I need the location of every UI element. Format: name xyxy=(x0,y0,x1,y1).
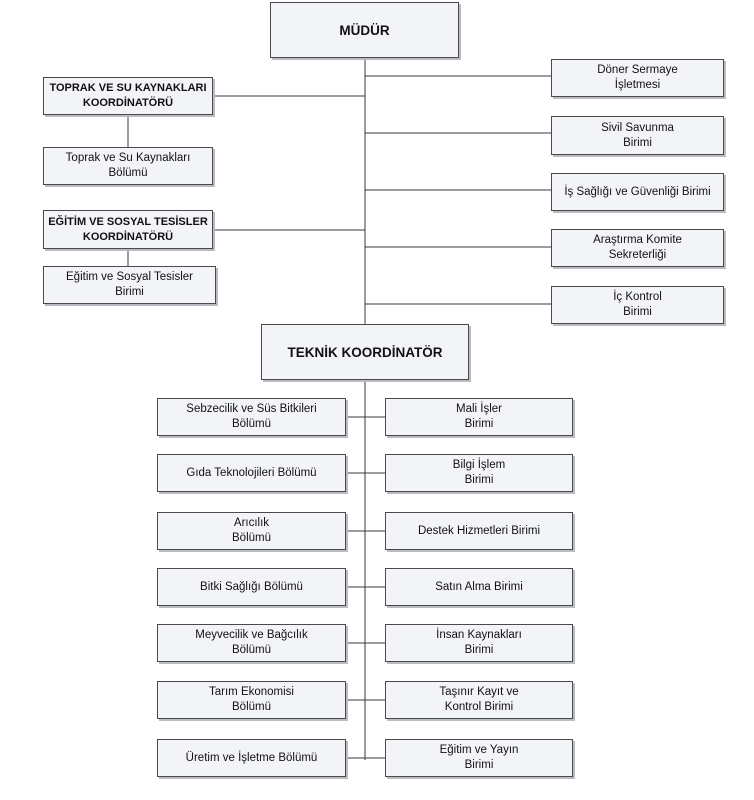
tech-left-unit-label: Sebzecilik ve Süs Bitkileri Bölümü xyxy=(186,403,317,430)
tech-left-unit-box: Bitki Sağlığı Bölümü xyxy=(157,568,346,606)
tech-left-unit-box: Sebzecilik ve Süs Bitkileri Bölümü xyxy=(157,398,346,436)
tech-right-unit-box: Taşınır Kayıt ve Kontrol Birimi xyxy=(385,681,573,719)
tech-left-unit-label: Arıcılık Bölümü xyxy=(232,517,271,544)
tech-right-unit-box: Bilgi İşlem Birimi xyxy=(385,454,573,492)
right-unit-box: Araştırma Komite Sekreterliği xyxy=(551,229,724,267)
tech-left-unit-label: Meyvecilik ve Bağcılık Bölümü xyxy=(195,629,308,656)
tech-right-unit-label: Satın Alma Birimi xyxy=(435,580,523,593)
right-unit-box: İç Kontrol Birimi xyxy=(551,286,724,324)
tech-left-unit-label: Tarım Ekonomisi Bölümü xyxy=(209,686,294,713)
soil-water-coordinator-title: TOPRAK VE SU KAYNAKLARI KOORDİNATÖRÜ xyxy=(49,82,207,109)
tech-right-unit-box: Destek Hizmetleri Birimi xyxy=(385,512,573,550)
tech-left-unit-box: Meyvecilik ve Bağcılık Bölümü xyxy=(157,624,346,662)
tech-right-unit-box: İnsan Kaynakları Birimi xyxy=(385,624,573,662)
tech-right-unit-box: Mali İşler Birimi xyxy=(385,398,573,436)
tech-right-unit-label: İnsan Kaynakları Birimi xyxy=(436,629,522,656)
right-unit-label: Sivil Savunma Birimi xyxy=(601,121,674,149)
tech-left-unit-label: Bitki Sağlığı Bölümü xyxy=(200,580,303,593)
tech-left-unit-box: Tarım Ekonomisi Bölümü xyxy=(157,681,346,719)
right-unit-box: Döner Sermaye İşletmesi xyxy=(551,59,724,97)
soil-water-unit-box: Toprak ve Su Kaynakları Bölümü xyxy=(43,147,213,185)
education-social-coordinator-box: EĞİTİM VE SOSYAL TESİSLER KOORDİNATÖRÜ xyxy=(43,210,213,249)
tech-left-unit-box: Gıda Teknolojileri Bölümü xyxy=(157,454,346,492)
tech-right-unit-label: Bilgi İşlem Birimi xyxy=(452,459,506,486)
right-unit-label: Döner Sermaye İşletmesi xyxy=(597,64,678,91)
tech-right-unit-label: Taşınır Kayıt ve Kontrol Birimi xyxy=(439,686,519,713)
technical-coordinator-title: TEKNİK KOORDİNATÖR xyxy=(287,344,443,360)
soil-water-unit-label: Toprak ve Su Kaynakları Bölümü xyxy=(65,152,191,179)
tech-right-unit-label: Eğitim ve Yayın Birimi xyxy=(439,744,519,771)
tech-right-unit-label: Mali İşler Birimi xyxy=(455,403,502,430)
right-unit-label: Araştırma Komite Sekreterliği xyxy=(593,234,682,261)
education-social-unit-box: Eğitim ve Sosyal Tesisler Birimi xyxy=(43,266,216,304)
tech-right-unit-box: Eğitim ve Yayın Birimi xyxy=(385,739,573,777)
tech-right-unit-label: Destek Hizmetleri Birimi xyxy=(417,524,541,537)
director-box: MÜDÜR xyxy=(270,2,459,58)
education-social-coordinator-title: EĞİTİM VE SOSYAL TESİSLER KOORDİNATÖRÜ xyxy=(48,215,208,243)
tech-left-unit-label: Gıda Teknolojileri Bölümü xyxy=(186,466,317,479)
right-unit-box: İş Sağlığı ve Güvenliği Birimi xyxy=(551,173,724,211)
tech-right-unit-box: Satın Alma Birimi xyxy=(385,568,573,606)
tech-left-unit-box: Arıcılık Bölümü xyxy=(157,512,346,550)
director-title: MÜDÜR xyxy=(339,22,390,38)
education-social-unit-label: Eğitim ve Sosyal Tesisler Birimi xyxy=(66,271,193,298)
soil-water-coordinator-box: TOPRAK VE SU KAYNAKLARI KOORDİNATÖRÜ xyxy=(43,77,213,115)
right-unit-box: Sivil Savunma Birimi xyxy=(551,116,724,155)
tech-left-unit-label: Üretim ve İşletme Bölümü xyxy=(185,751,318,764)
right-unit-label: İş Sağlığı ve Güvenliği Birimi xyxy=(564,185,711,198)
right-unit-label: İç Kontrol Birimi xyxy=(613,291,662,318)
tech-left-unit-box: Üretim ve İşletme Bölümü xyxy=(157,739,346,777)
technical-coordinator-box: TEKNİK KOORDİNATÖR xyxy=(261,324,469,380)
